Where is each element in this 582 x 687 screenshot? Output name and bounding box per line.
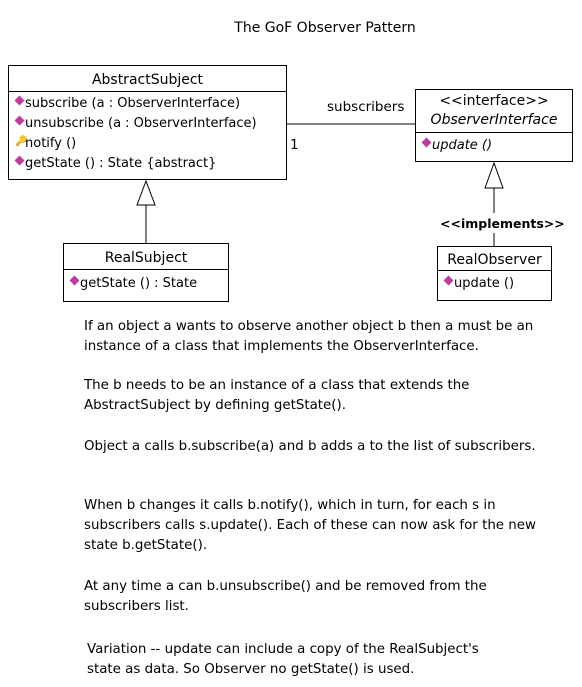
observer-interface-operations: update () — [416, 133, 572, 159]
abstract-subject-operations: subscribe (a : ObserverInterface) unsubs… — [9, 92, 286, 177]
real-observer-operations: update () — [438, 271, 551, 297]
operation-get-state: getState () : State {abstract} — [14, 154, 286, 174]
real-subject-name: RealSubject — [64, 244, 228, 270]
operation-label: getState () : State {abstract} — [25, 156, 217, 171]
public-operation-icon — [69, 275, 80, 286]
implements-label: <<implements>> — [440, 216, 565, 231]
realization-arrowhead — [484, 161, 504, 189]
operation-subscribe: subscribe (a : ObserverInterface) — [14, 94, 286, 114]
operation-label: notify () — [25, 136, 77, 151]
public-operation-icon — [443, 275, 454, 286]
operation-label: subscribe (a : ObserverInterface) — [25, 96, 241, 111]
observer-interface: <<interface>> ObserverInterface update (… — [415, 89, 573, 162]
public-operation-icon — [14, 155, 25, 166]
association-multiplicity: 1 — [290, 137, 299, 153]
operation-label: unsubscribe (a : ObserverInterface) — [25, 116, 257, 131]
real-observer-name: RealObserver — [438, 247, 551, 271]
diagram-title: The GoF Observer Pattern — [234, 20, 416, 36]
operation-label: getState () : State — [80, 276, 198, 291]
abstract-subject-class: AbstractSubject subscribe (a : ObserverI… — [8, 65, 287, 180]
variation-note: Variation -- update can include a copy o… — [87, 642, 479, 677]
real-subject-class: RealSubject getState () : State — [63, 243, 229, 302]
real-observer-class: RealObserver update () — [437, 246, 552, 301]
real-subject-operations: getState () : State — [64, 270, 228, 297]
operation-notify: 🔑 notify () — [15, 134, 286, 154]
abstract-subject-name: AbstractSubject — [9, 66, 286, 92]
explanation-paragraph: When b changes it calls b.notify(), whic… — [84, 498, 536, 553]
public-operation-icon — [421, 137, 432, 148]
interface-stereotype: <<interface>> — [439, 93, 549, 109]
operation-unsubscribe: unsubscribe (a : ObserverInterface) — [14, 114, 286, 134]
operation-label: update () — [454, 276, 515, 291]
explanation-paragraph: If an object a wants to observe another … — [84, 319, 534, 354]
operation-get-state: getState () : State — [69, 274, 228, 294]
observer-interface-header: <<interface>> ObserverInterface — [416, 90, 572, 133]
generalization-arrowhead-subject — [136, 179, 156, 206]
explanation-paragraph: The b needs to be an instance of a class… — [84, 378, 470, 413]
explanation-paragraph: At any time a can b.unsubscribe() and be… — [84, 579, 487, 614]
observer-interface-name: ObserverInterface — [430, 112, 558, 128]
association-label: subscribers — [327, 99, 405, 115]
explanation-paragraph: Object a calls b.subscribe(a) and b adds… — [84, 439, 536, 454]
operation-update: update () — [421, 136, 572, 156]
public-operation-icon — [14, 95, 25, 106]
key-icon: 🔑 — [15, 136, 28, 147]
operation-label: update () — [432, 138, 493, 153]
public-operation-icon — [14, 115, 25, 126]
operation-update: update () — [443, 274, 551, 294]
